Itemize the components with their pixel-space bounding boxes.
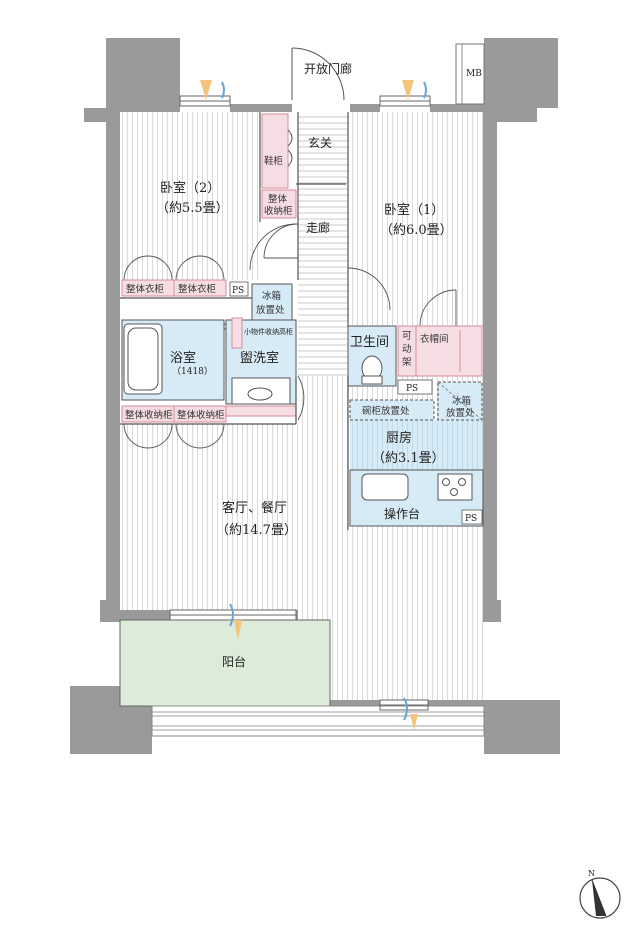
corridor-label: 走廊: [306, 220, 330, 235]
storage-cabinet-label-1: 整体: [268, 193, 288, 205]
storage-a-label: 整体收纳柜: [125, 409, 173, 421]
fridge-b-label-2: 放置处: [446, 407, 475, 419]
small-item-cabinet-label: 小物件收纳高柜: [244, 327, 293, 336]
kitchen-label: 厨房: [386, 430, 412, 446]
hat-room-label: 衣帽间: [420, 333, 449, 345]
ps-a-label: PS: [232, 286, 244, 296]
ps-b-label: PS: [406, 384, 418, 394]
wardrobe-b-label: 整体衣柜: [178, 283, 217, 295]
kitchen-size: （約3.1畳）: [372, 451, 445, 466]
movable-label-2: 动: [402, 344, 412, 355]
airflow-marks: [200, 80, 427, 730]
living-size: （約14.7畳）: [216, 523, 297, 538]
living-label: 客厅、餐厅: [222, 500, 287, 516]
storage-b-label: 整体收纳柜: [177, 409, 225, 421]
entrance-label: 玄关: [308, 135, 332, 150]
bedroom2-floor: [120, 112, 260, 280]
ps-c-label: PS: [465, 514, 477, 524]
bedroom2-size: （約5.5畳）: [156, 201, 229, 216]
north-arrow-icon: N: [579, 869, 621, 919]
corridor-floor: [298, 112, 348, 376]
bathroom-label: 浴室: [170, 350, 196, 366]
washroom-label: 盥洗室: [240, 350, 279, 366]
balcony-label: 阳台: [222, 654, 246, 669]
fridge-a-label-1: 冰箱: [262, 290, 281, 302]
bedroom2-label: 卧室（2）: [160, 180, 220, 196]
counter-label: 操作台: [384, 506, 420, 521]
toilet-label: 卫生间: [350, 335, 389, 350]
bathroom-size: （1418）: [172, 366, 213, 377]
fridge-a-label-2: 放置处: [256, 304, 285, 316]
fridge-b-label-1: 冰箱: [452, 395, 471, 407]
movable-label-3: 架: [402, 357, 412, 368]
kitchen-floor: [350, 420, 483, 470]
cupboard-label: 碗柜放置处: [362, 405, 410, 417]
bedroom1-floor: [350, 112, 483, 326]
wardrobe-a-label: 整体衣柜: [126, 283, 165, 295]
shoe-cabinet-label: 鞋柜: [264, 155, 284, 167]
bedroom1-size: （約6.0畳）: [380, 223, 453, 238]
outer-corridor-label: 开放门廊: [304, 61, 352, 76]
storage-cabinet-label-2: 收纳柜: [264, 205, 293, 217]
balcony-floor: [119, 619, 331, 707]
movable-label-1: 可: [402, 331, 412, 342]
north-label: N: [588, 869, 595, 878]
wardrobe-doors: [123, 255, 225, 281]
bedroom1-label: 卧室（1）: [384, 202, 444, 218]
mb-label: MB: [466, 69, 482, 79]
